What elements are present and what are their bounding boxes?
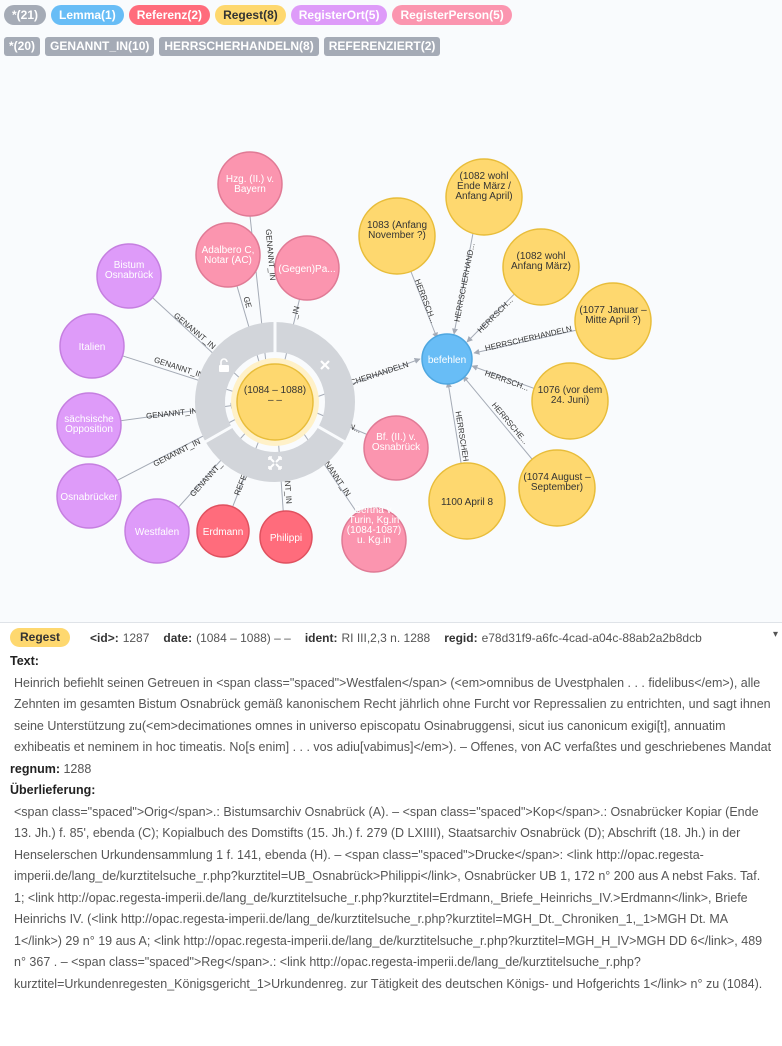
edge-label-r1082a: HERRSCHERHAND... bbox=[452, 242, 476, 322]
node-label-referenz[interactable]: Referenz(2) bbox=[128, 5, 211, 25]
node-erdmann-label: Erdmann bbox=[203, 527, 244, 538]
node-befehlen-label: befehlen bbox=[428, 355, 466, 366]
edge-label-r1082b: HERRSCH... bbox=[476, 296, 515, 335]
edge-label-adalbero: GE bbox=[241, 296, 253, 310]
node-r1074[interactable]: (1074 August –September) bbox=[518, 449, 596, 527]
date-value: (1084 – 1088) – – bbox=[196, 630, 291, 645]
node-r1100[interactable]: 1100 April 8 bbox=[428, 462, 506, 540]
relationship-type-bar: *(20) GENANNT_IN(10) HERRSCHERHANDELN(8)… bbox=[4, 37, 441, 56]
node-label-regest[interactable]: Regest(8) bbox=[215, 5, 286, 25]
graph-canvas[interactable]: GENANNT_IN GE _IN GENANNT_IN GENANNT_IN … bbox=[0, 62, 782, 620]
id-key: <id>: bbox=[90, 630, 119, 645]
node-philippi-label: Philippi bbox=[270, 533, 302, 544]
node-bf[interactable]: Bf. (II.) v.Osnabrück bbox=[363, 415, 429, 481]
edge-label-r1077: HERRSCHERHANDELN bbox=[484, 324, 573, 353]
regid-key: regid: bbox=[444, 630, 478, 645]
node-westfalen[interactable]: Westfalen bbox=[124, 498, 190, 564]
node-italien-label: Italien bbox=[79, 342, 106, 353]
node-bertha[interactable]: Bertha v.Turin, Kg.in(1084-1087)u. Kg.in bbox=[341, 505, 407, 573]
regid-value: e78d31f9-a6fc-4cad-a04c-88ab2a2b8dcb bbox=[481, 630, 702, 645]
edge-label-osnabrucker: GENANNT_IN bbox=[152, 437, 202, 469]
node-r1100-label: 1100 April 8 bbox=[441, 497, 494, 508]
node-bertha-label: Bertha v.Turin, Kg.in(1084-1087)u. Kg.in bbox=[347, 505, 401, 546]
node-philippi[interactable]: Philippi bbox=[259, 510, 313, 564]
regnum-value: 1288 bbox=[63, 761, 92, 776]
node-r1074-label: (1074 August –September) bbox=[523, 472, 591, 493]
edge-label-center-befehlen: CHERHANDELN bbox=[349, 360, 410, 387]
details-header: Regest <id>: 1287 date: (1084 – 1088) – … bbox=[10, 628, 716, 647]
node-gegenpapst-label: (Gegen)Pa... bbox=[278, 264, 335, 275]
close-icon[interactable] bbox=[320, 360, 330, 370]
edge-label-sachsische: GENANNT_IN bbox=[146, 406, 198, 420]
node-label-lemma[interactable]: Lemma(1) bbox=[51, 5, 124, 25]
node-osnabrucker[interactable]: Osnabrücker bbox=[56, 463, 122, 529]
ident-value: RI III,2,3 n. 1288 bbox=[341, 630, 431, 645]
node-gegenpapst[interactable]: (Gegen)Pa... bbox=[274, 235, 340, 301]
regnum-label: regnum: bbox=[10, 761, 60, 776]
node-italien[interactable]: Italien bbox=[59, 313, 125, 379]
edge-label-erdmann: REFE bbox=[233, 473, 249, 496]
node-label-registerperson[interactable]: RegisterPerson(5) bbox=[392, 5, 512, 25]
node-center-label: (1084 – 1088)– – bbox=[244, 385, 306, 406]
rel-type-herrscherhandeln[interactable]: HERRSCHERHANDELN(8) bbox=[159, 37, 319, 56]
edge-label-r1074: HERRSCHE... bbox=[490, 401, 530, 446]
text-value: Heinrich befiehlt seinen Getreuen in <sp… bbox=[14, 675, 772, 755]
id-value: 1287 bbox=[122, 630, 150, 645]
edge-label-r1083: HERRSCH... bbox=[413, 278, 438, 324]
center-node-menu[interactable] bbox=[195, 322, 355, 482]
node-r1077-label: (1077 Januar –Mitte April ?) bbox=[579, 305, 647, 326]
uberlieferung-label: Überlieferung: bbox=[10, 783, 96, 797]
node-bf-label: Bf. (II.) v.Osnabrück bbox=[372, 432, 421, 453]
rel-type-all[interactable]: *(20) bbox=[4, 37, 41, 56]
node-hzg-label: Hzg. (II.) v.Bayern bbox=[226, 174, 274, 195]
details-panel: Regest <id>: 1287 date: (1084 – 1088) – … bbox=[0, 622, 782, 1046]
edge-label-r1076: HERRSCH... bbox=[484, 369, 531, 393]
edge-label-bistum: GENANNT_IN bbox=[172, 311, 217, 351]
chevron-down-icon[interactable]: ▾ bbox=[772, 629, 778, 640]
node-label-registerort[interactable]: RegisterOrt(5) bbox=[290, 5, 388, 25]
uberlieferung-value: <span class="spaced">Orig</span>.: Bistu… bbox=[14, 804, 763, 991]
node-westfalen-label: Westfalen bbox=[135, 527, 179, 538]
node-adalbero-label: Adalbero C,Notar (AC) bbox=[202, 245, 255, 266]
expand-icon[interactable] bbox=[268, 456, 282, 470]
ident-key: ident: bbox=[304, 630, 338, 645]
node-label-all[interactable]: *(21) bbox=[4, 5, 47, 25]
node-befehlen[interactable]: befehlen bbox=[421, 333, 473, 385]
regnum-row: regnum: 1288 bbox=[10, 759, 774, 781]
node-label-bar: *(21) Lemma(1) Referenz(2) Regest(8) Reg… bbox=[4, 5, 512, 25]
rel-type-referenziert[interactable]: REFERENZIERT(2) bbox=[323, 37, 441, 56]
edge-label-hzg: GENANNT_IN bbox=[264, 229, 277, 281]
edge-label-r1100: HERRSCHEH... bbox=[454, 411, 472, 469]
node-erdmann[interactable]: Erdmann bbox=[196, 504, 250, 558]
rel-type-genannt-in[interactable]: GENANNT_IN(10) bbox=[45, 37, 155, 56]
node-center-regest[interactable]: (1084 – 1088)– – bbox=[231, 358, 319, 446]
text-label: Text: bbox=[10, 654, 39, 668]
node-r1077[interactable]: (1077 Januar –Mitte April ?) bbox=[574, 282, 652, 360]
date-key: date: bbox=[163, 630, 193, 645]
edge-label-gegenpapst: _IN bbox=[289, 305, 301, 320]
details-type-badge[interactable]: Regest bbox=[10, 628, 71, 647]
node-osnabrucker-label: Osnabrücker bbox=[60, 492, 118, 503]
node-adalbero[interactable]: Adalbero C,Notar (AC) bbox=[195, 222, 261, 288]
details-body: Text: Heinrich befiehlt seinen Getreuen … bbox=[10, 651, 774, 995]
unlock-icon[interactable] bbox=[219, 358, 229, 372]
edge-label-westfalen: GENANNT_ bbox=[188, 460, 224, 499]
node-hzg[interactable]: Hzg. (II.) v.Bayern bbox=[217, 151, 283, 217]
edge-label-philippi: NANNT_IN bbox=[282, 464, 294, 505]
